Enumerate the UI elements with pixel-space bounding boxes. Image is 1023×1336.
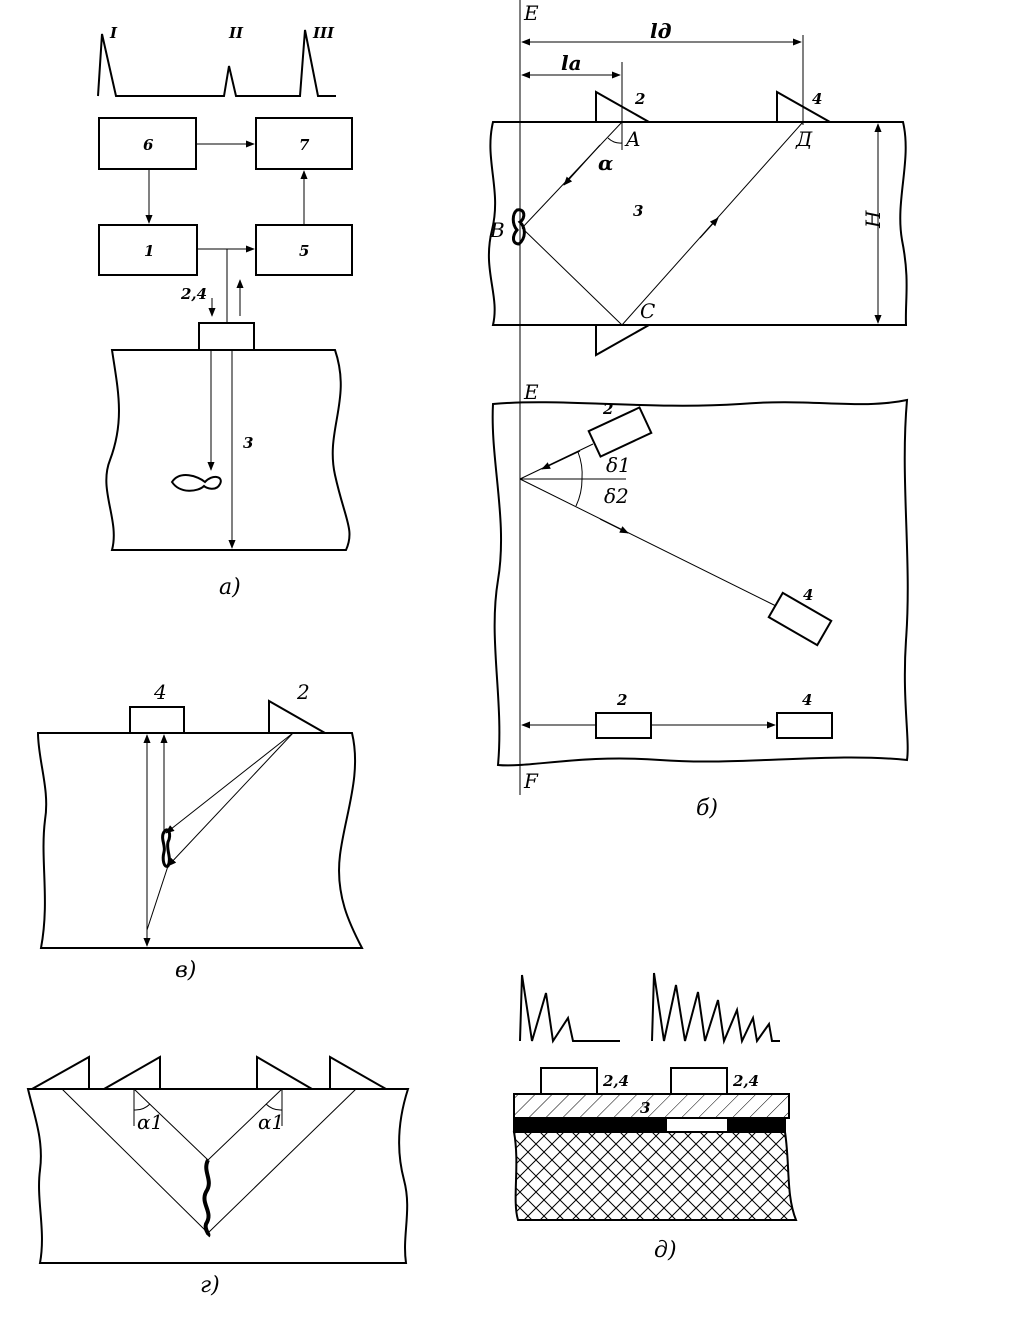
base-material [512,1131,798,1221]
probe-b-bottom [595,324,650,357]
probe-b-4-label: 4 [812,90,822,108]
probe-v-2 [268,699,326,734]
panel-b-bottom-labels: E F 2 4 δ1 δ2 2 4 б) [523,380,813,821]
panel-d-labels: 2,4 2,4 3 д) [602,1072,759,1263]
angle-alpha1-right: α1 [258,1110,284,1134]
panel-b-top-labels: E lд la 2 4 A Д B C α 3 H [489,1,885,323]
specimen-b-plan [491,398,909,767]
oscillogram-d-right [651,972,780,1045]
probe-plan-4 [767,591,833,647]
bond-defect [665,1117,729,1133]
probe-b-2-label: 2 [634,90,645,108]
angle-alpha-label: α [598,151,613,175]
line-e-label-2: E [523,380,539,404]
panel-v-labels: 4 2 в) [153,680,310,983]
caption-g: г) [200,1273,220,1298]
probe-plan-4-label: 4 [803,586,813,604]
defect-b [511,208,526,246]
probe-b-4 [776,90,831,123]
probe-line-4-label: 4 [802,691,812,709]
probe-plan-2-label: 2 [602,400,613,418]
panel-b-bottom [491,398,909,767]
line-f-label: F [523,769,539,793]
block-7-label: 7 [299,136,310,154]
point-a-label: A [624,127,640,151]
probe-g-3 [256,1055,313,1090]
caption-d: д) [654,1238,677,1263]
angle-delta-1: δ1 [606,453,631,477]
block-1 [98,224,198,276]
probe-d-right-label: 2,4 [732,1072,759,1090]
block-6-label: 6 [143,136,154,154]
specimen-a-label: 3 [243,434,253,452]
specimen-b-label: 3 [633,202,643,220]
line-e-label: E [523,1,539,25]
panel-a [97,29,353,551]
pulse-label-3: III [312,24,335,42]
point-d-label: Д [795,127,813,151]
probe-d-right [670,1067,728,1095]
probe-line-2-label: 2 [616,691,627,709]
probe-plan-2 [587,406,653,458]
angle-alpha1-left: α1 [137,1110,163,1134]
coating-layer-label: 3 [640,1099,650,1117]
oscillogram-a [97,29,336,97]
angle-delta-2: δ2 [604,484,629,508]
caption-v: в) [175,958,196,983]
specimen-g [26,1088,410,1264]
probe-line-2 [595,712,652,739]
probe-v-4 [129,706,185,734]
probe-b-2 [595,90,650,123]
panel-d [512,972,798,1221]
probe-d-left [540,1067,598,1095]
point-c-label: C [640,299,655,323]
panel-v [36,699,364,949]
coating-layer [513,1093,790,1119]
oscillogram-d-left [519,974,620,1044]
specimen-b [487,121,908,326]
thickness-label: H [861,210,885,229]
specimen-a [105,349,351,551]
pulse-label-1: I [109,24,118,42]
probe-g-1 [31,1055,90,1090]
bond-layer-right [727,1117,786,1133]
defect-a [170,474,222,492]
caption-a: а) [219,575,241,600]
probe-g-2 [103,1055,161,1090]
caption-b: б) [696,796,718,821]
panel-g [26,1055,410,1264]
probe-v-2-label: 2 [296,680,310,704]
probe-d-left-label: 2,4 [602,1072,629,1090]
probe-a [198,322,255,351]
dim-ld-label: lд [650,19,672,43]
panel-g-labels: α1 α1 г) [137,1110,284,1298]
probe-v-4-label: 4 [153,680,167,704]
specimen-v [36,732,364,949]
point-b-label: B [489,218,505,242]
probe-line-4 [776,712,833,739]
pulse-label-2: II [228,24,244,42]
defect-v [161,828,172,868]
dim-la-label: la [561,51,582,75]
block-7 [255,117,353,170]
panel-b-top [487,0,908,795]
crack-g [202,1159,211,1238]
block-1-label: 1 [144,242,154,260]
probe-a-label: 2,4 [180,285,207,303]
bond-layer-left [513,1117,667,1133]
panel-a-labels: I II III 6 7 1 5 2,4 3 а) [109,24,335,600]
probe-g-4 [329,1055,387,1090]
block-5-label: 5 [299,242,309,260]
